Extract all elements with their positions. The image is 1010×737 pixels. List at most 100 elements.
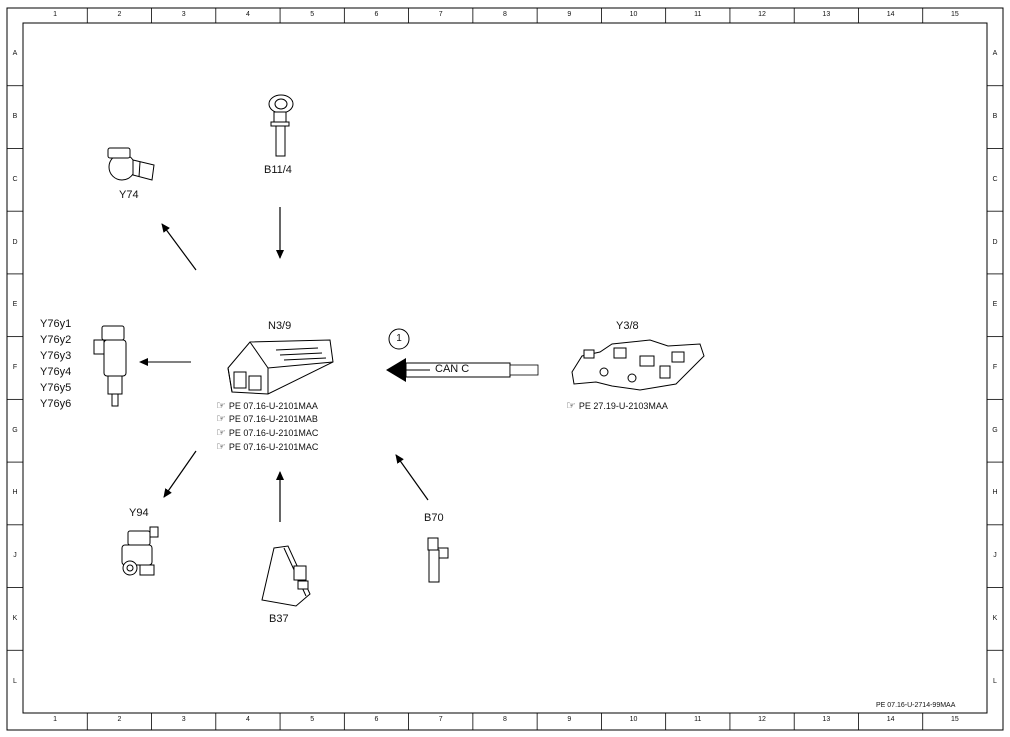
label-b37: B37 [269, 613, 289, 625]
row-letter: L [993, 677, 997, 685]
row-letter: C [992, 175, 998, 183]
n3-9-reference-link[interactable]: ☞ PE 07.16-U-2101MAA [216, 400, 318, 413]
label-y76y6: Y76y6 [40, 398, 72, 410]
label-y76y5: Y76y5 [40, 382, 72, 394]
row-letter: L [13, 677, 17, 685]
row-letter: E [12, 301, 18, 309]
row-ticks [7, 85, 1003, 651]
n3-9-reference-link[interactable]: ☞ PE 07.16-U-2101MAC [216, 427, 318, 440]
reference-circle-number: 1 [396, 333, 402, 344]
column-number: 3 [181, 11, 186, 18]
row-letter: A [12, 50, 18, 58]
y3-8-reference-link[interactable]: ☞ PE 27.19-U-2103MAA [566, 400, 668, 413]
row-letter: G [12, 426, 18, 434]
row-letter: J [13, 552, 17, 560]
column-ticks [86, 8, 924, 730]
column-number: 13 [822, 11, 831, 18]
y94-quantity-control-valve [121, 526, 159, 576]
column-number: 12 [758, 716, 766, 723]
y76-label-list: Y76y1 Y76y2 Y76y3 Y76y4 Y76y5 Y76y6 [40, 316, 71, 412]
can-c-bus-arrow [386, 358, 539, 382]
column-number: 9 [567, 11, 572, 18]
column-number: 9 [567, 716, 572, 723]
column-number: 1 [53, 716, 58, 723]
column-number: 10 [629, 716, 638, 723]
n3-9-reference-link[interactable]: ☞ PE 07.16-U-2101MAB [216, 413, 318, 426]
column-number: 3 [181, 716, 186, 723]
column-number: 6 [374, 716, 379, 723]
column-number: 8 [503, 716, 507, 723]
y3-8-transmission-control-unit [571, 339, 705, 391]
row-letter: A [992, 50, 998, 58]
column-number: 5 [310, 11, 315, 18]
column-number: 11 [694, 716, 702, 723]
row-letter: F [12, 364, 18, 371]
can-c-label: CAN C [435, 363, 470, 375]
label-b11-4: B11/4 [264, 164, 292, 176]
row-letter: J [993, 552, 997, 560]
column-number: 4 [245, 11, 250, 18]
document-id: PE 07.16-U-2714-99MAA [876, 702, 956, 709]
reference-circle [388, 328, 410, 350]
row-letter: D [12, 238, 18, 246]
column-number: 7 [438, 11, 443, 18]
n3-9-engine-control-unit [227, 339, 334, 395]
column-number: 15 [950, 11, 959, 18]
row-letter: E [992, 301, 998, 309]
row-letter: H [992, 489, 998, 497]
reference-text: PE 07.16-U-2101MAC [228, 442, 319, 452]
column-number: 4 [245, 716, 250, 723]
column-number: 5 [310, 716, 315, 723]
arrow-n3-9-to-y94 [163, 450, 197, 498]
label-y76y3: Y76y3 [40, 350, 72, 362]
y74-pressure-regulator [107, 147, 155, 181]
label-y94: Y94 [129, 507, 149, 519]
arrow-n3-9-to-y74 [161, 223, 197, 271]
column-number: 7 [438, 716, 443, 723]
reference-hand-icon: ☞ [216, 400, 226, 412]
reference-text: PE 07.16-U-2101MAC [228, 428, 319, 438]
reference-text: PE 07.16-U-2101MAB [228, 414, 318, 424]
y76-fuel-injector [93, 325, 127, 407]
label-y76y2: Y76y2 [40, 334, 72, 346]
column-number: 14 [886, 716, 895, 723]
column-number: 10 [629, 11, 638, 18]
label-n3-9: N3/9 [268, 320, 292, 332]
b11-4-temperature-sensor [268, 94, 294, 157]
row-letter: K [992, 614, 998, 622]
row-letter: H [12, 489, 18, 497]
column-number: 2 [117, 716, 122, 723]
label-y74: Y74 [119, 189, 139, 201]
row-letter: B [12, 113, 18, 121]
column-number: 2 [117, 11, 122, 18]
b37-accelerator-pedal-sensor [261, 545, 311, 607]
label-y3-8: Y3/8 [616, 320, 639, 332]
column-number: 14 [886, 11, 895, 18]
row-letter: C [12, 175, 18, 183]
outer-border [6, 7, 1004, 731]
column-number: 11 [694, 11, 702, 18]
b70-crankshaft-sensor [427, 537, 449, 583]
reference-text: PE 07.16-U-2101MAA [228, 401, 318, 411]
row-letter: F [992, 364, 998, 371]
column-number: 13 [822, 716, 831, 723]
reference-hand-icon: ☞ [566, 400, 576, 412]
column-number: 8 [503, 11, 507, 18]
label-y76y1: Y76y1 [40, 318, 72, 330]
inner-border [22, 22, 988, 714]
row-letter: D [992, 238, 998, 246]
column-number: 15 [950, 716, 959, 723]
n3-9-reference-link[interactable]: ☞ PE 07.16-U-2101MAC [216, 441, 318, 454]
row-letter: B [992, 113, 998, 121]
column-number: 1 [53, 11, 58, 18]
row-letter: K [12, 614, 18, 622]
row-letter: G [992, 426, 998, 434]
column-number: 12 [758, 11, 766, 18]
reference-hand-icon: ☞ [216, 413, 226, 425]
label-y76y4: Y76y4 [40, 366, 72, 378]
reference-hand-icon: ☞ [216, 427, 226, 439]
reference-hand-icon: ☞ [216, 441, 226, 453]
column-number: 6 [374, 11, 379, 18]
